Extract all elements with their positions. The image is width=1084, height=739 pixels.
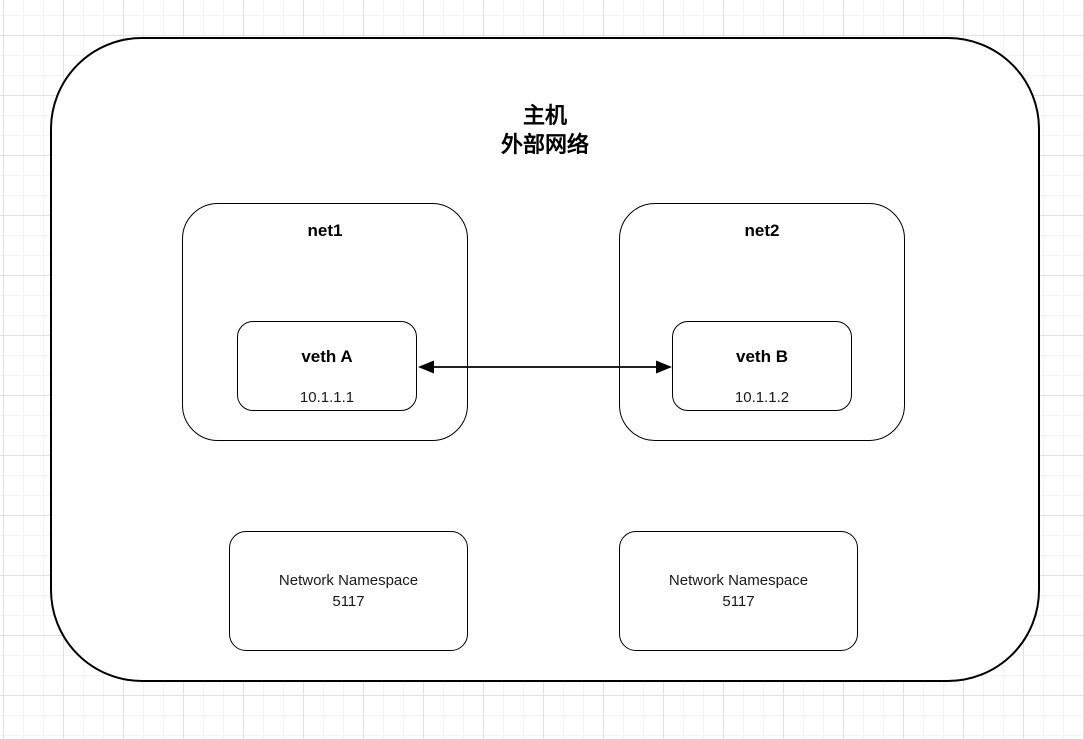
arrowhead-left <box>418 360 434 374</box>
namespace-box-left: Network Namespace 5117 <box>229 531 468 651</box>
host-title-line1: 主机 <box>522 103 567 128</box>
namespace-left-line2: 5117 <box>332 593 365 610</box>
net1-label: net1 <box>307 221 343 240</box>
veth-connection-arrow <box>418 360 672 374</box>
host-title-line2: 外部网络 <box>500 132 589 157</box>
namespace-left-line1: Network Namespace <box>278 572 419 589</box>
net1-box: net1 <box>182 203 468 441</box>
namespace-box-right: Network Namespace 5117 <box>619 531 858 651</box>
net2-label: net2 <box>744 221 780 240</box>
veth-a-box: veth A 10.1.1.1 <box>237 321 417 411</box>
namespace-right-line1: Network Namespace <box>668 572 809 589</box>
host-title: 主机 外部网络 <box>50 101 1040 159</box>
veth-b-name: veth B <box>736 347 788 366</box>
veth-a-name: veth A <box>301 347 353 366</box>
net2-box: net2 <box>619 203 905 441</box>
arrowhead-right <box>656 360 672 374</box>
host-container-box <box>50 37 1040 682</box>
veth-b-box: veth B 10.1.1.2 <box>672 321 852 411</box>
veth-b-ip: 10.1.1.2 <box>734 389 790 406</box>
namespace-right-line2: 5117 <box>722 593 755 610</box>
veth-a-ip: 10.1.1.1 <box>299 389 355 406</box>
